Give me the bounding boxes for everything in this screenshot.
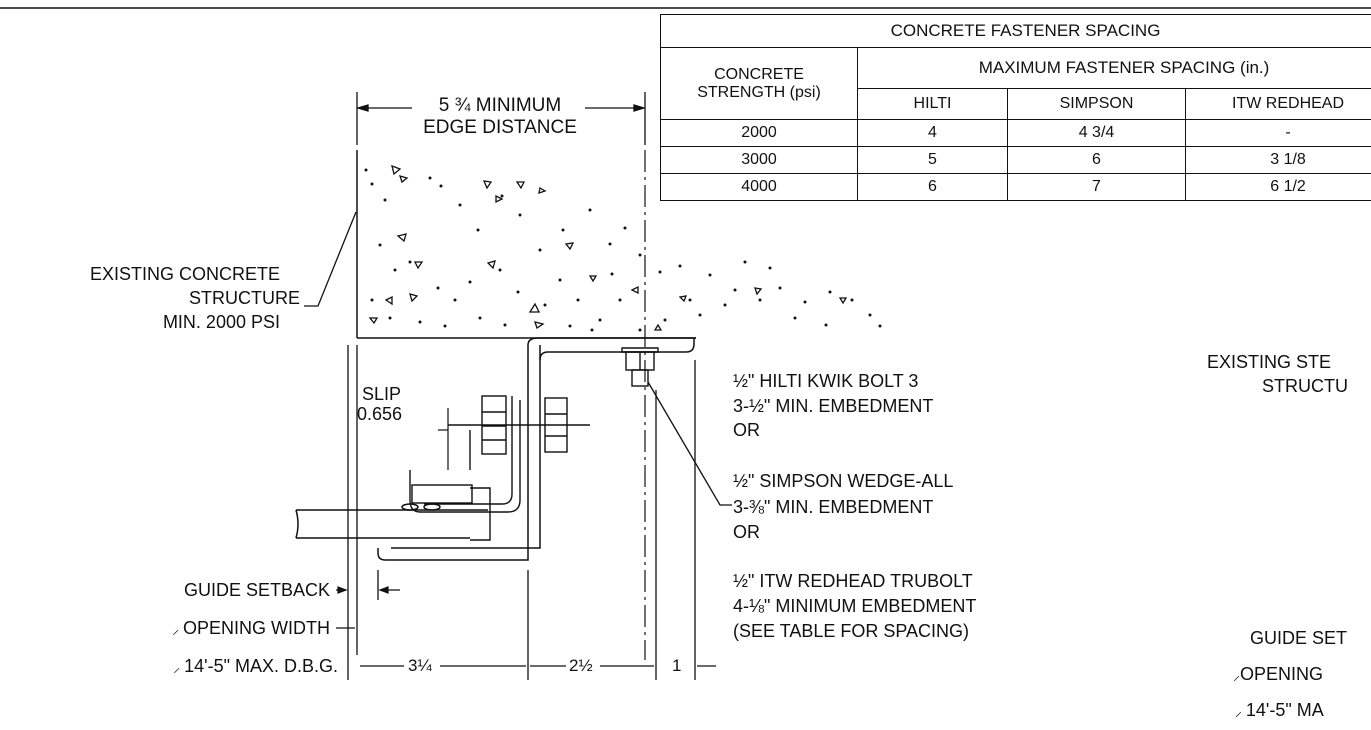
dimension-value: 2½ <box>567 656 595 675</box>
edge-distance-line2: EDGE DISTANCE <box>423 117 577 138</box>
column-header-hilti: HILTI <box>857 88 1008 120</box>
cell-simpson: 6 <box>1007 146 1186 174</box>
edge-distance-line1: 5 ¾ MINIMUM <box>438 95 562 116</box>
fastener-note-line: 3-½" MIN. EMBEDMENT <box>733 396 934 416</box>
existing-concrete-line2: STRUCTURE <box>189 288 300 308</box>
fastener-note-line: ½" SIMPSON WEDGE-ALL <box>733 471 954 491</box>
max-dbg-text: 14'-5" MAX. D.B.G. <box>184 656 338 676</box>
extension-lines <box>347 345 696 680</box>
slip-dimension <box>438 408 449 470</box>
rail-clip <box>409 395 590 541</box>
cell-strength: 4000 <box>660 173 858 201</box>
right-opening-label: ⸝OPENING <box>1233 664 1323 685</box>
existing-steel-line1: EXISTING STE <box>1207 352 1332 372</box>
cell-simpson: 7 <box>1007 173 1186 201</box>
opening-width-arrow-icon: ⸝ <box>172 621 183 637</box>
fastener-note-line: OR <box>733 522 760 542</box>
cell-strength: 3000 <box>660 146 858 174</box>
existing-concrete-line3: MIN. 2000 PSI <box>162 312 280 332</box>
fastener-note-line: 4-⅛" MINIMUM EMBEDMENT <box>733 596 977 616</box>
fastener-spacing-table: CONCRETE FASTENER SPACING CONCRETE STREN… <box>659 14 1371 201</box>
cell-hilti: 4 <box>857 119 1008 147</box>
concrete-aggregate-triangles <box>368 164 848 331</box>
steel-angle <box>377 337 696 561</box>
spacing-header: MAXIMUM FASTENER SPACING (in.) <box>856 47 1371 89</box>
fastener-note-leader <box>647 381 732 506</box>
strength-header: CONCRETE STRENGTH (psi) <box>660 47 858 120</box>
table-title: CONCRETE FASTENER SPACING <box>659 14 1371 48</box>
table-row: 4000 6 7 6 1/2 <box>660 173 1371 201</box>
strength-header-line2: STRENGTH (psi) <box>697 83 821 101</box>
cell-redhead: 6 1/2 <box>1184 173 1371 201</box>
cell-hilti: 5 <box>857 146 1008 174</box>
cell-simpson: 4 3/4 <box>1007 119 1186 147</box>
edge-distance-dimension <box>355 92 647 145</box>
strength-header-line1: CONCRETE <box>714 65 804 83</box>
existing-concrete-line1: EXISTING CONCRETE <box>89 264 280 284</box>
column-header-redhead: ITW REDHEAD <box>1184 88 1371 120</box>
max-dbg-label: ⸝ 14'-5" MAX. D.B.G. <box>80 656 338 677</box>
opening-width-label: ⸝ OPENING WIDTH <box>80 618 330 639</box>
max-dbg-arrow-icon: ⸝ <box>173 659 185 675</box>
column-header-simpson: SIMPSON <box>1007 88 1186 120</box>
right-max-label: ⸝ 14'-5" MA <box>1235 700 1324 721</box>
slip-value: 0.656 <box>357 404 403 424</box>
right-opening-arrow-icon: ⸝ <box>1233 667 1240 683</box>
concrete-leader <box>304 211 357 307</box>
right-opening-text: OPENING <box>1240 664 1324 684</box>
fastener-note-line: 3-⅜" MIN. EMBEDMENT <box>733 497 934 517</box>
dimension-value: 3¼ <box>406 656 434 675</box>
cell-hilti: 6 <box>857 173 1008 201</box>
dimension-value: 1 <box>670 656 684 675</box>
fastener-note-line: ½" ITW REDHEAD TRUBOLT <box>733 571 973 591</box>
cell-strength: 2000 <box>660 119 858 147</box>
fastener-note-line: OR <box>733 420 760 440</box>
right-max-text: 14'-5" MA <box>1245 700 1324 720</box>
guide-setback-dimension <box>336 586 400 594</box>
cell-redhead: 3 1/8 <box>1184 146 1371 174</box>
fastener-note-line: (SEE TABLE FOR SPACING) <box>733 621 970 641</box>
right-max-arrow-icon: ⸝ <box>1235 703 1246 719</box>
slip-label: SLIP <box>362 384 402 404</box>
guide-setback-label: GUIDE SETBACK <box>183 580 330 600</box>
guide-rail <box>295 503 488 539</box>
opening-width-text: OPENING WIDTH <box>183 618 330 638</box>
existing-steel-line2: STRUCTU <box>1262 376 1348 396</box>
fastener-note-line: ½" HILTI KWIK BOLT 3 <box>733 371 919 391</box>
anchor-bolt <box>621 347 659 387</box>
table-row: 2000 4 4 3/4 - <box>660 119 1371 147</box>
cell-redhead: - <box>1184 119 1371 147</box>
concrete-aggregate <box>364 168 882 332</box>
right-guide-setback: GUIDE SET <box>1250 628 1348 648</box>
table-row: 3000 5 6 3 1/8 <box>660 146 1371 174</box>
